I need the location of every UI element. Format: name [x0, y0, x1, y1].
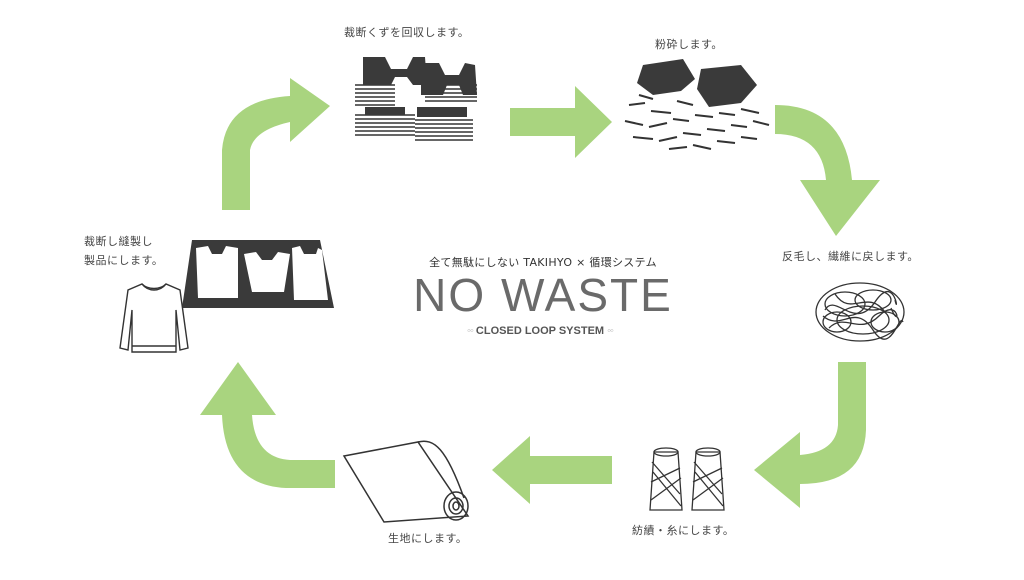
tagline: ◦◦ CLOSED LOOP SYSTEM ◦◦: [420, 325, 660, 337]
step-label-crush: 粉砕します。: [655, 38, 723, 51]
step-label-collect: 裁断くずを回収します。: [344, 26, 470, 39]
step-label-fiber: 反毛し、繊維に戻します。: [782, 250, 919, 263]
arrow-sew-to-collect: [222, 78, 330, 210]
fabric-roll-icon: [342, 440, 470, 523]
step-label-yarn: 紡績・糸にします。: [632, 524, 735, 537]
scraps-stack-icon: [355, 57, 477, 141]
step-label-fabric: 生地にします。: [388, 532, 468, 545]
sweater-icon: [119, 283, 189, 353]
cutting-pattern-icon: [182, 240, 334, 308]
arrow-collect-to-crush: [510, 86, 612, 158]
tagline-deco-right: ◦◦: [607, 325, 614, 337]
crushed-pieces-icon: [624, 59, 770, 150]
subtitle: 全て無駄にしない TAKIHYO × 循環システム: [429, 256, 657, 269]
page-title: NO WASTE: [413, 269, 673, 321]
arrow-fabric-to-sew: [200, 362, 335, 488]
step-label-sew-line1: 裁断し縫製し: [84, 235, 153, 248]
arrow-fiber-to-yarn: [754, 362, 866, 508]
tagline-text: CLOSED LOOP SYSTEM: [475, 325, 605, 337]
fiber-ball-icon: [815, 282, 905, 342]
arrow-crush-to-fiber: [775, 105, 880, 236]
step-label-sew: 裁断し縫製し 製品にします。: [84, 232, 163, 270]
tagline-deco-left: ◦◦: [467, 325, 474, 337]
yarn-spools-icon: [649, 447, 725, 511]
step-label-sew-line2: 製品にします。: [84, 254, 164, 267]
arrow-yarn-to-fabric: [492, 436, 612, 504]
